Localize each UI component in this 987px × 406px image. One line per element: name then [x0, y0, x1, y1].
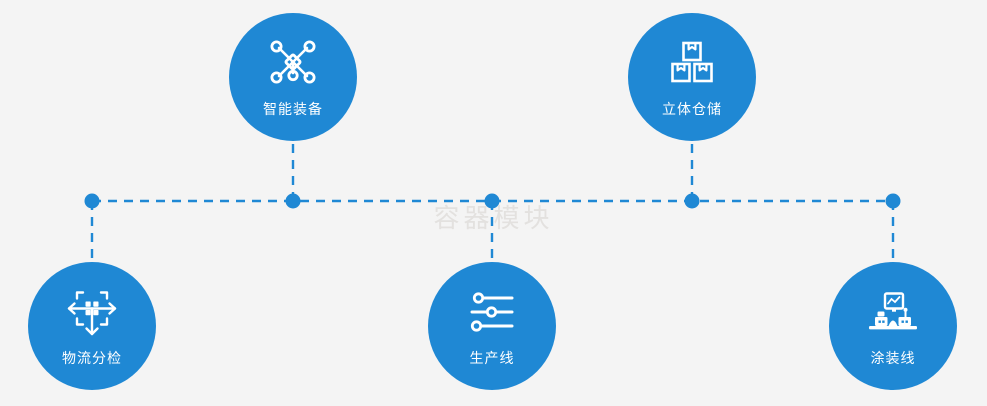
node-logistics-sorting[interactable]: 物流分检 — [28, 262, 156, 390]
sliders-icon — [470, 292, 514, 332]
node-label: 涂装线 — [870, 351, 916, 367]
node-stereo-warehouse[interactable]: 立体仓储 — [628, 13, 756, 141]
node-painting-line[interactable]: 涂装线 — [829, 262, 957, 390]
node-production-line[interactable]: 生产线 — [428, 262, 556, 390]
node-label: 物流分检 — [62, 351, 122, 367]
network-nodes-icon — [270, 40, 316, 84]
node-label: 智能装备 — [263, 102, 323, 118]
four-way-arrows-icon — [67, 291, 117, 336]
watermark-text: 容器模块 — [433, 204, 554, 234]
node-label: 立体仓储 — [662, 102, 722, 118]
stacked-boxes-icon — [671, 41, 713, 83]
node-label: 生产线 — [469, 351, 515, 367]
node-smart-equipment[interactable]: 智能装备 — [229, 13, 357, 141]
factory-monitor-icon — [869, 292, 917, 330]
